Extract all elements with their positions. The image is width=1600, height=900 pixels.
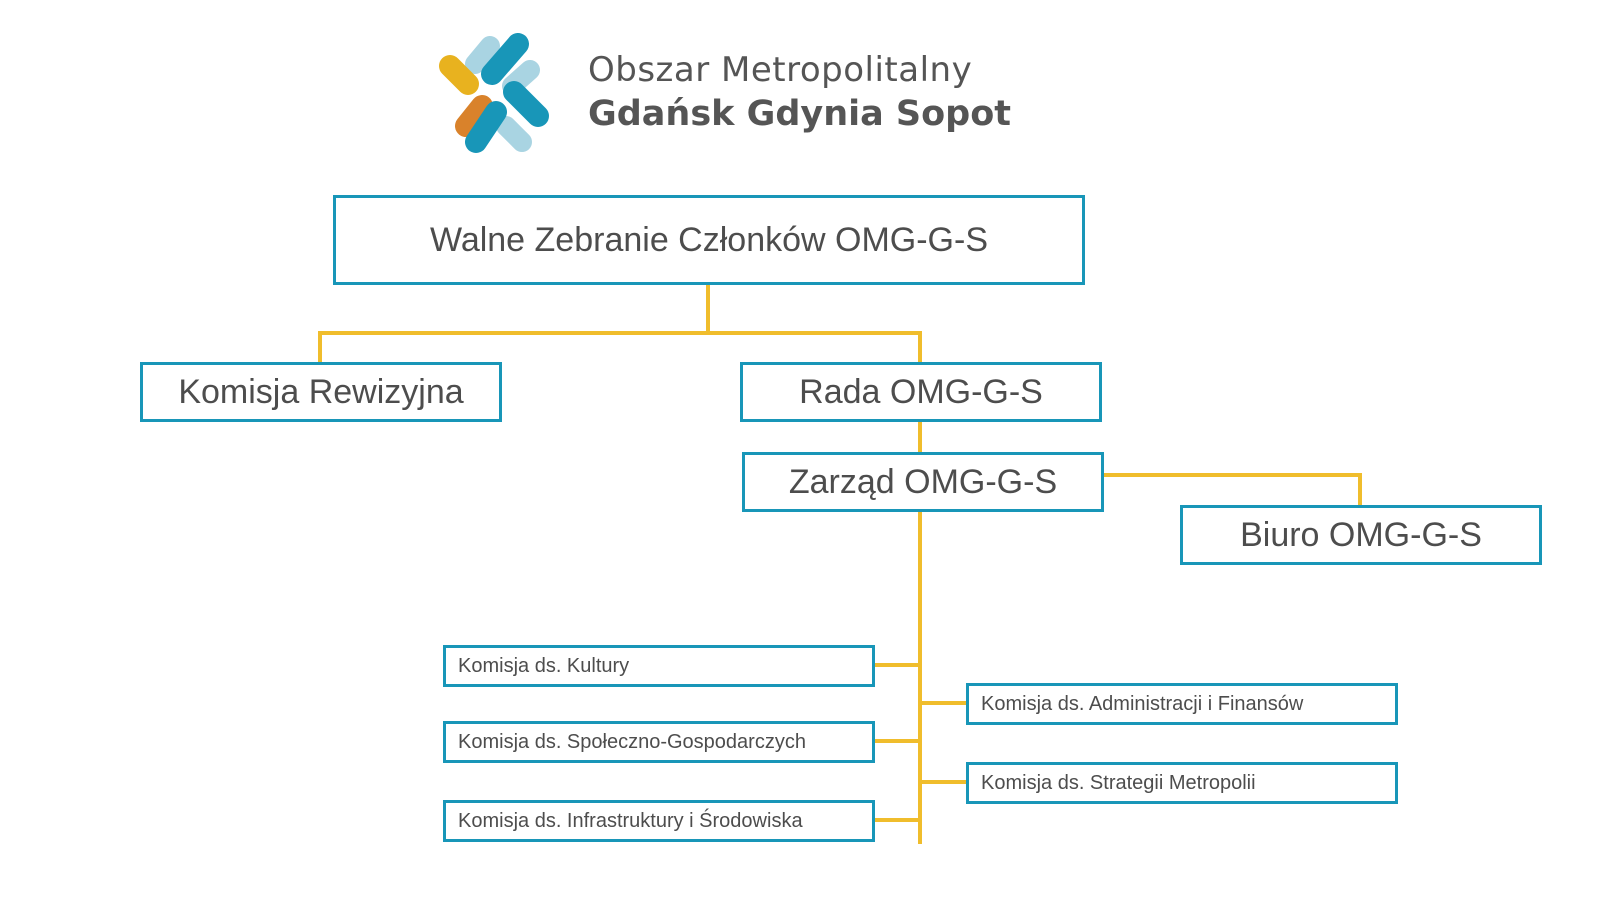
connector-walne-branch	[318, 283, 922, 364]
node-komisja-administracji: Komisja ds. Administracji i Finansów	[966, 683, 1398, 725]
logo-line-1: Obszar Metropolitalny	[588, 50, 973, 90]
node-rada: Rada OMG-G-S	[740, 362, 1102, 422]
logo-line-2: Gdańsk Gdynia Sopot	[588, 94, 1012, 134]
node-zarzad: Zarząd OMG-G-S	[742, 452, 1104, 512]
node-komisja-infrastruktury: Komisja ds. Infrastruktury i Środowiska	[443, 800, 875, 842]
omg-logo-icon	[439, 33, 549, 153]
node-biuro: Biuro OMG-G-S	[1180, 505, 1542, 565]
connector-komisje-left	[871, 663, 922, 822]
node-walne-zebranie: Walne Zebranie Członków OMG-G-S	[333, 195, 1085, 285]
node-komisja-strategii: Komisja ds. Strategii Metropolii	[966, 762, 1398, 804]
node-komisja-kultury: Komisja ds. Kultury	[443, 645, 875, 687]
node-komisja-spoleczno-gospodarczych: Komisja ds. Społeczno-Gospodarczych	[443, 721, 875, 763]
connector-komisje-right	[918, 701, 968, 784]
logo-wordmark: Obszar Metropolitalny Gdańsk Gdynia Sopo…	[588, 50, 1011, 134]
node-komisja-rewizyjna: Komisja Rewizyjna	[140, 362, 502, 422]
connector-zarzad-biuro	[1098, 473, 1362, 507]
